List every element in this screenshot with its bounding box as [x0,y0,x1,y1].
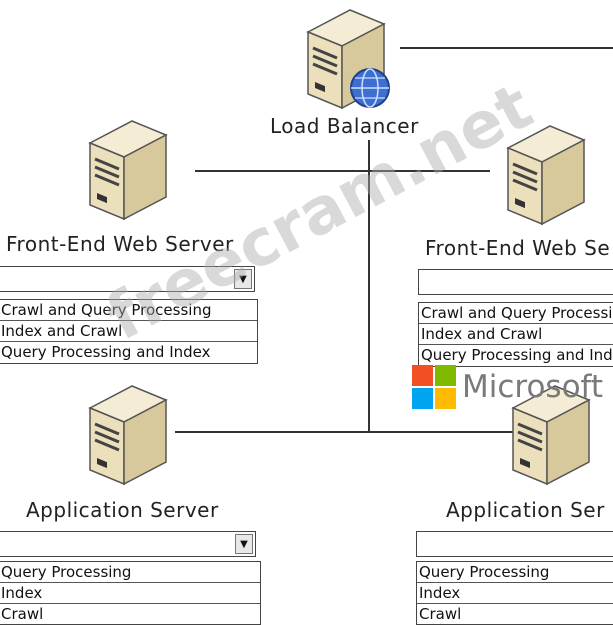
web-server-left-icon [82,113,172,223]
microsoft-wordmark: Microsoft [462,369,604,405]
app-server-left-dropdown[interactable]: ▼ [0,531,256,557]
web-server-left-options: Crawl and Query Processing Index and Cra… [0,299,258,364]
web-server-right-option-1[interactable]: Crawl and Query Processi [419,304,613,324]
app-server-right-options: Query Processing Index Crawl [416,561,613,625]
app-server-left-label: Application Server [26,498,219,522]
web-server-right-option-3[interactable]: Query Processing and Ind [421,346,613,364]
logo-square-red [412,365,433,386]
web-server-right-dropdown[interactable] [418,269,613,295]
web-server-right-option-2[interactable]: Index and Crawl [419,324,613,345]
dropdown-arrow-icon[interactable]: ▼ [234,269,252,289]
app-server-left-icon [82,378,172,488]
app-server-right-label: Application Ser [446,498,605,522]
globe-icon [350,68,390,108]
app-server-left-option-3[interactable]: Crawl [1,605,44,623]
app-server-right-option-1[interactable]: Query Processing [417,562,613,583]
web-server-left-option-3[interactable]: Query Processing and Index [1,343,211,361]
app-server-left-option-2[interactable]: Index [0,583,260,604]
web-server-left-dropdown[interactable]: ▼ [0,266,255,292]
web-server-left-label: Front-End Web Server [6,232,234,256]
logo-square-yellow [435,388,456,409]
web-server-right-options: Crawl and Query Processi Index and Crawl… [418,302,613,367]
app-server-left-options: Query Processing Index Crawl [0,561,261,625]
dropdown-arrow-icon[interactable]: ▼ [235,534,253,554]
app-server-right-option-2[interactable]: Index [417,583,613,604]
logo-square-blue [412,388,433,409]
microsoft-windows-icon [412,365,456,409]
web-server-right-label: Front-End Web Se [425,236,611,260]
web-server-left-option-2[interactable]: Index and Crawl [0,321,257,342]
app-server-right-option-3[interactable]: Crawl [419,605,462,623]
web-server-left-option-1[interactable]: Crawl and Query Processing [0,300,257,321]
load-balancer-label: Load Balancer [270,114,419,138]
logo-square-green [435,365,456,386]
app-server-right-dropdown[interactable] [416,531,613,557]
app-server-left-option-1[interactable]: Query Processing [0,562,260,583]
microsoft-logo: Microsoft [412,365,603,409]
